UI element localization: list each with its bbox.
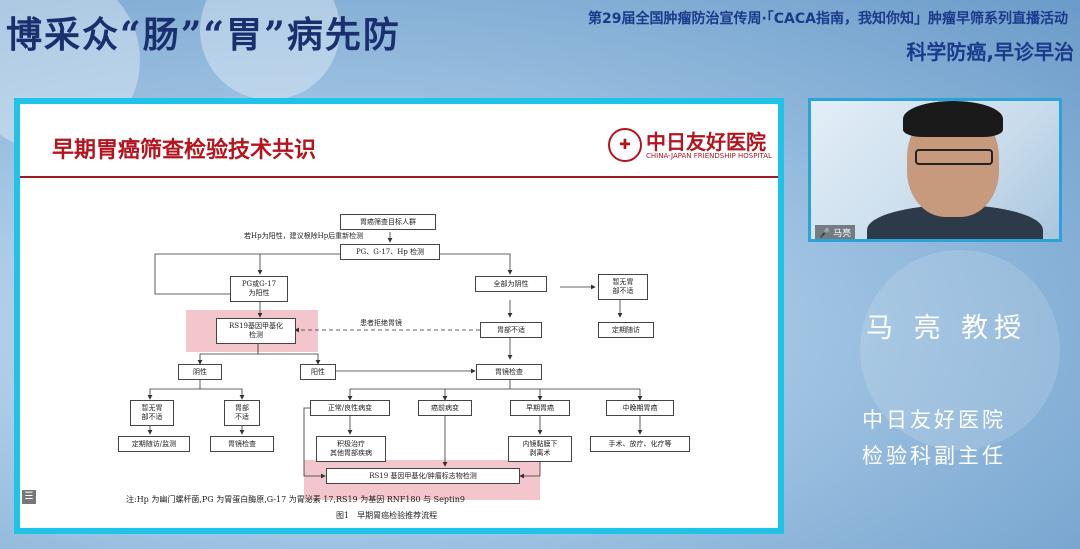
slide-title: 早期胃癌筛查检验技术共识 — [52, 138, 317, 163]
flow-node-gastroscopy: 胃镜检查 — [476, 364, 542, 380]
speaker-video: 🎤 马亮 — [811, 101, 1059, 239]
flow-node-no-discomfort-2: 暂无胃部不适 — [130, 400, 174, 426]
flow-node-all-negative: 全部为阴性 — [475, 276, 547, 292]
event-banner: 第29届全国肿瘤防治宣传周·「CACA指南，我知你知」肿瘤早筛系列直播活动 — [587, 11, 1068, 27]
flow-node-positive: 阳性 — [300, 364, 336, 380]
event-slogan: 科学防癌,早诊早治 — [906, 40, 1074, 64]
flowchart-connectors: 若Hp为阳性，建议根除Hp后重新检测 患者拒绝胃镜 — [147, 231, 643, 479]
speaker-glasses — [915, 149, 993, 165]
flow-node-esd: 内镜黏膜下剥离术 — [508, 436, 572, 462]
flow-node-rs19-marker-test: RS19 基因甲基化/肿瘤标志物检测 — [326, 468, 520, 484]
video-name-tag: 🎤 马亮 — [815, 225, 856, 239]
flow-node-discomfort-2: 胃部不适 — [224, 400, 260, 426]
flow-node-rs19-test: RS19基因甲基化检测 — [216, 318, 296, 344]
speaker-hair — [903, 101, 1003, 137]
speaker-video-frame[interactable]: 🎤 马亮 — [808, 98, 1062, 242]
flow-node-active-treatment: 积极治疗其他胃部疾病 — [316, 436, 386, 462]
flow-node-discomfort: 胃部不适 — [480, 322, 542, 338]
figure-caption: 图1 早期胃癌检验推荐流程 — [336, 511, 438, 520]
speaker-role: 检验科副主任 — [862, 444, 1006, 468]
presentation-slide: 早期胃癌筛查检验技术共识 ✚ 中日友好医院 CHINA-JAPAN FRIEND… — [20, 104, 778, 528]
flow-node-no-discomfort-1: 暂无胃部不适 — [598, 274, 648, 300]
menu-icon[interactable]: ☰ — [22, 490, 36, 504]
flow-label-refuse: 患者拒绝胃镜 — [360, 318, 402, 327]
speaker-name: 马 亮 教授 — [866, 313, 1028, 344]
title-divider — [20, 176, 778, 178]
flow-node-early-cancer: 早期胃癌 — [510, 400, 570, 416]
flow-node-followup-monitor: 定期随访/监测 — [118, 436, 190, 452]
flow-node-advanced-cancer: 中晚期胃癌 — [606, 400, 674, 416]
flow-node-negative: 阴性 — [178, 364, 222, 380]
flow-node-regular-followup: 定期随访 — [598, 322, 654, 338]
hospital-name-en: CHINA-JAPAN FRIENDSHIP HOSPITAL — [646, 152, 772, 160]
speaker-organization: 中日友好医院 — [862, 408, 1006, 432]
shared-slide-frame: 早期胃癌筛查检验技术共识 ✚ 中日友好医院 CHINA-JAPAN FRIEND… — [14, 98, 784, 534]
hospital-emblem-icon: ✚ — [608, 128, 642, 162]
flow-node-benign: 正常/良性病变 — [310, 400, 390, 416]
flow-node-gastroscopy-2: 胃镜检查 — [210, 436, 274, 452]
event-logo-title: 博采众“肠”“胃”病先防 — [6, 14, 401, 56]
background-bubble — [860, 250, 1060, 450]
flow-node-pg-g17-hp: PG、G-17、Hp 检测 — [340, 244, 440, 260]
flow-node-target-population: 胃癌筛查目标人群 — [340, 214, 436, 230]
flow-label-hp: 若Hp为阳性，建议根除Hp后重新检测 — [244, 231, 363, 240]
flow-node-surgery: 手术、放疗、化疗等 — [590, 436, 690, 452]
microphone-icon: 🎤 — [819, 229, 831, 239]
hospital-name-cn: 中日友好医院 — [646, 130, 766, 154]
flow-node-precancerous: 癌前病变 — [418, 400, 472, 416]
slide-footnote: 注:Hp 为幽门螺杆菌,PG 为胃蛋白酶原,G-17 为胃泌素 17,RS19 … — [126, 495, 466, 504]
